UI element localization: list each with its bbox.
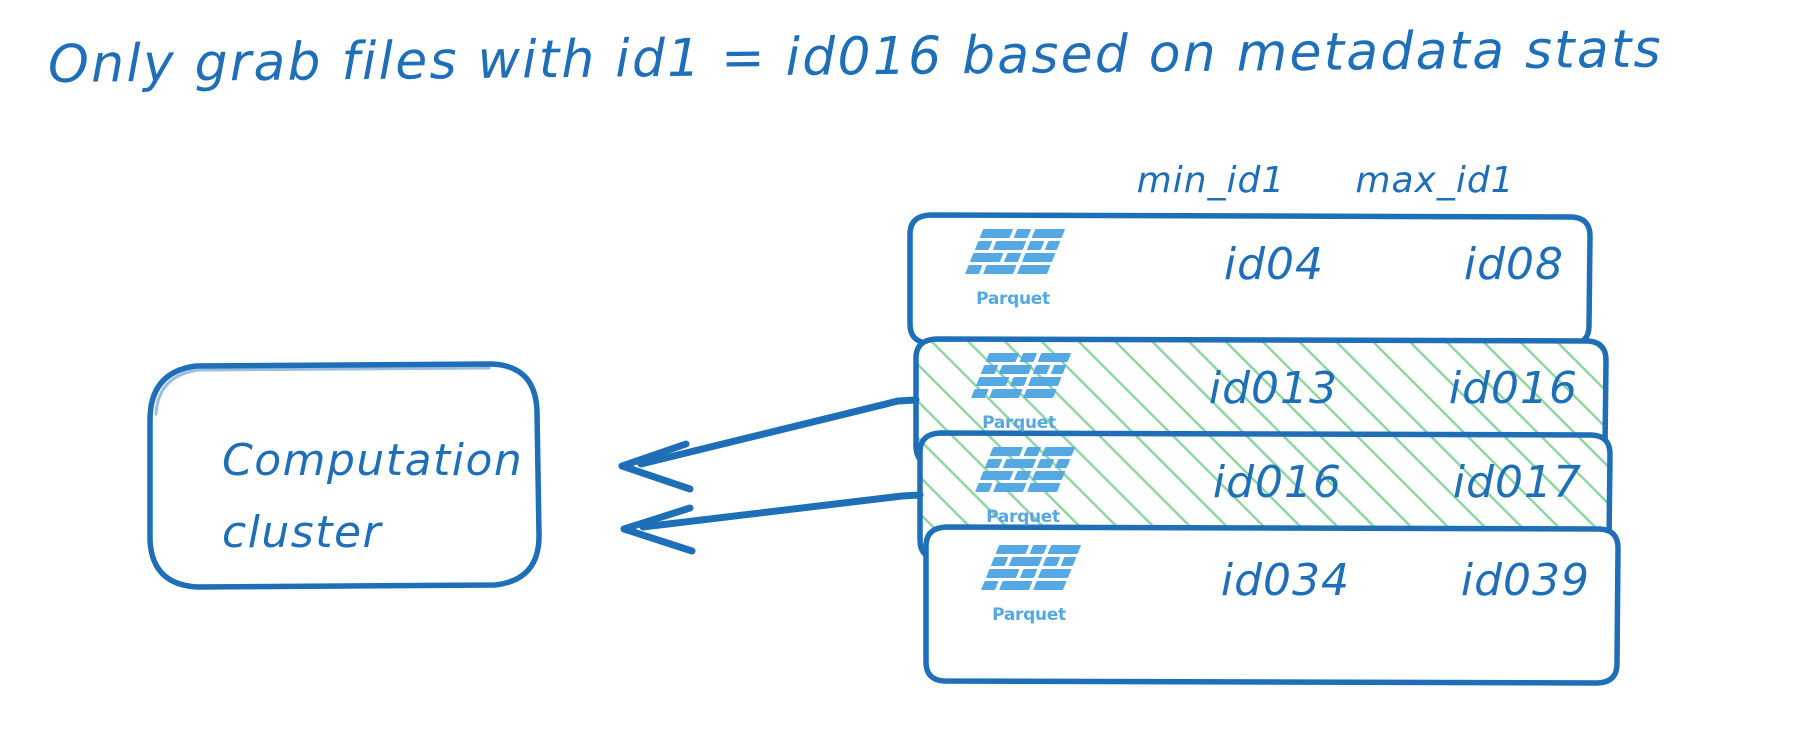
cell-max-id1: id017 [1452,457,1582,508]
parquet-wordmark: Parquet [976,289,1050,309]
cell-max-id1: id039 [1460,555,1590,606]
parquet-wordmark: Parquet [992,605,1066,625]
parquet-logo-icon: Parquet [974,543,1084,629]
parquet-wordmark: Parquet [982,413,1056,433]
arrow-row2-to-cluster [618,396,920,493]
parquet-file-row[interactable]: Parquet id034 id039 [926,527,1618,683]
computation-cluster-box[interactable] [147,361,542,590]
parquet-row-shape-4[interactable] [923,524,1621,686]
column-header-min-id1: min_id1 [1136,160,1286,201]
parquet-file-row[interactable]: Parquet id04 id08 [910,215,1592,345]
cluster-label-line-2: cluster [222,507,383,558]
cluster-label-line-1: Computation [222,435,524,486]
parquet-logo-icon: Parquet [968,445,1078,531]
column-header-max-id1: max_id1 [1355,160,1515,201]
parquet-row-shape-1[interactable] [907,212,1593,348]
cell-min-id1: id034 [1220,555,1350,606]
cell-max-id1: id08 [1463,239,1564,290]
arrow-row3-to-cluster [620,491,924,555]
computation-cluster-label: Computation cluster [222,425,552,569]
parquet-logo-icon: Parquet [964,351,1074,437]
cell-min-id1: id04 [1223,239,1324,290]
cell-min-id1: id013 [1208,363,1338,414]
parquet-logo-icon: Parquet [958,227,1068,313]
cell-max-id1: id016 [1448,363,1578,414]
cell-min-id1: id016 [1212,457,1342,508]
parquet-wordmark: Parquet [986,507,1060,527]
